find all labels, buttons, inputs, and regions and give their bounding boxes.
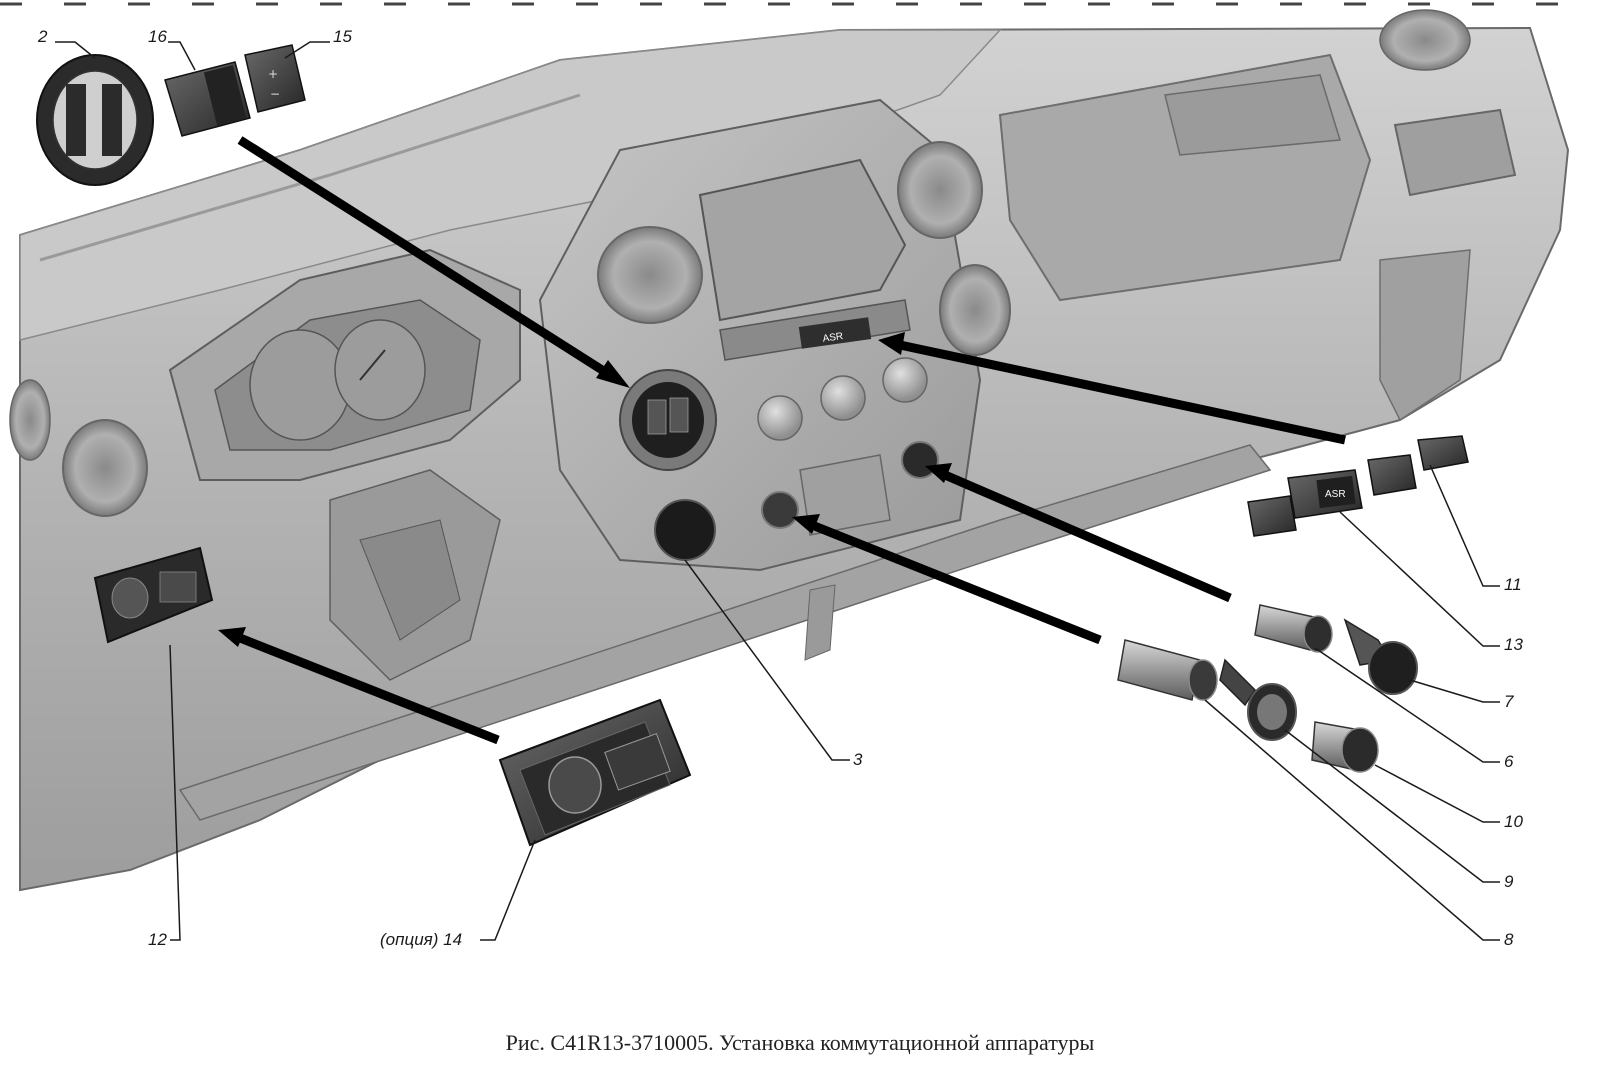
part-light-switch-14 xyxy=(498,698,692,847)
console-bracket xyxy=(804,584,836,661)
part-lighter-socket-8 xyxy=(1117,639,1218,701)
arrow-lighter-right xyxy=(925,463,1232,603)
part-socket-6 xyxy=(1254,604,1333,653)
plug-installed xyxy=(654,499,716,561)
minus-icon: − xyxy=(270,87,280,101)
arrow-round-block xyxy=(237,136,630,388)
asr-installed-label: ASR xyxy=(822,331,844,345)
asr-switch-installed xyxy=(798,317,872,349)
figure-caption: Рис. С41R13-3710005. Установка коммутаци… xyxy=(505,1030,1095,1055)
arrow-socket-mid xyxy=(792,514,1102,645)
part-cap-7 xyxy=(1343,618,1418,695)
right-lower-panel xyxy=(1379,249,1471,422)
callout-12: 12 xyxy=(148,930,167,949)
callout-15: 15 xyxy=(333,27,352,46)
instrument-cluster xyxy=(168,248,521,481)
round-switch-block-installed xyxy=(619,369,717,471)
lower-console-pocket xyxy=(799,454,891,536)
console-vents xyxy=(597,141,1011,356)
callout-16: 16 xyxy=(148,27,167,46)
callout-3: 3 xyxy=(853,750,863,769)
right-side-vent xyxy=(1379,9,1517,197)
callout-6: 6 xyxy=(1504,752,1514,771)
socket-installed xyxy=(761,491,799,529)
defroster-groove xyxy=(39,93,581,262)
plus-icon: + xyxy=(268,67,278,81)
callout-8: 8 xyxy=(1504,930,1514,949)
callout-9: 9 xyxy=(1504,872,1514,891)
part-bezel-ring xyxy=(36,54,154,186)
assembly-arrows xyxy=(218,136,1346,745)
part-rocker-switch-15: + − xyxy=(244,44,306,113)
callout-10: 10 xyxy=(1504,812,1523,831)
part-socket-10 xyxy=(1311,721,1379,773)
callout-2: 2 xyxy=(37,27,48,46)
callout-14-option: (опция) 14 xyxy=(380,930,462,949)
part-sleeve-9 xyxy=(1219,658,1297,741)
radio-slot xyxy=(698,158,907,322)
leader-lines xyxy=(55,41,1500,941)
climate-knobs xyxy=(757,357,928,441)
light-switch-installed xyxy=(93,546,214,644)
callout-11: 11 xyxy=(1504,575,1522,594)
left-side-vents xyxy=(9,379,148,517)
asr-label: ASR xyxy=(1325,489,1346,500)
arrow-light-switch xyxy=(218,627,500,745)
pedal-bracket xyxy=(359,519,461,641)
callout-13: 13 xyxy=(1504,635,1523,654)
glovebox-handle-recess xyxy=(1164,74,1341,156)
callout-7: 7 xyxy=(1504,692,1514,711)
part-asr-switch-13: ASR xyxy=(1247,469,1363,537)
part-switch-blanks-11 xyxy=(1367,435,1469,496)
part-rocker-switch-16 xyxy=(164,61,251,137)
arrow-switch-strip xyxy=(878,332,1346,445)
callout-labels: 2 16 15 11 13 7 6 10 9 8 3 12 (опция) 14 xyxy=(37,27,1523,949)
dashboard-top-surface xyxy=(19,29,1002,341)
